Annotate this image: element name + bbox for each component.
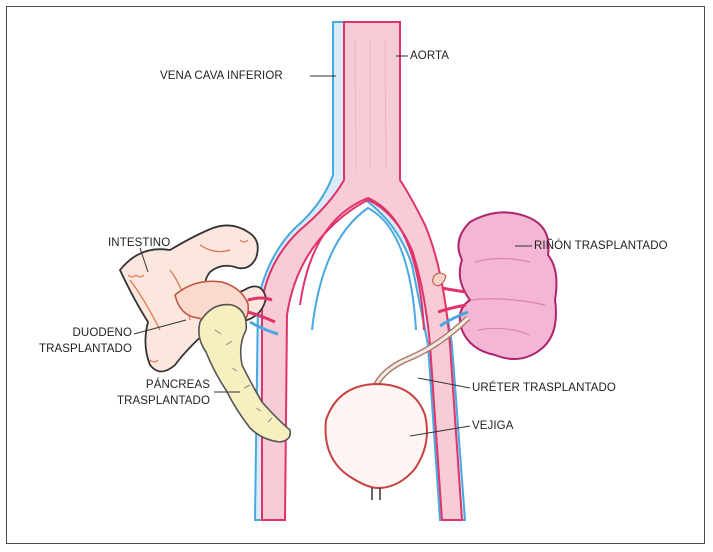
label-aorta: AORTA: [410, 49, 449, 63]
bladder: [326, 384, 427, 500]
label-duodeno-1: DUODENO: [50, 326, 132, 340]
label-rinon: RIÑÓN TRASPLANTADO: [534, 239, 668, 253]
label-ureter: URÉTER TRASPLANTADO: [472, 381, 616, 395]
label-pancreas-1: PÁNCREAS: [110, 378, 210, 392]
label-vejiga: VEJIGA: [472, 419, 514, 433]
label-duodeno-2: TRASPLANTADO: [36, 342, 132, 356]
label-intestino: INTESTINO: [108, 236, 170, 250]
label-pancreas-2: TRASPLANTADO: [110, 394, 210, 408]
label-vena-cava: VENA CAVA INFERIOR: [160, 69, 283, 83]
